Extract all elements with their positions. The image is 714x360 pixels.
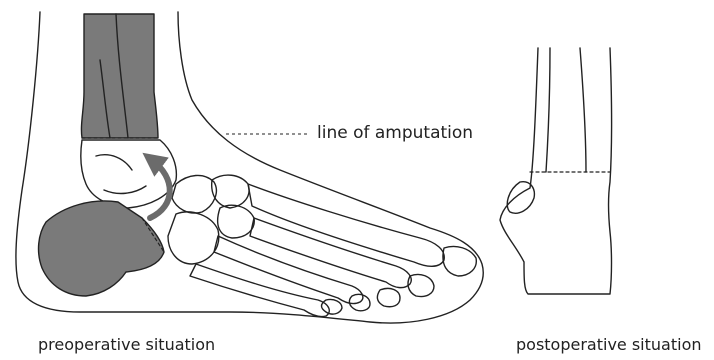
talus-detail: [96, 155, 146, 194]
navicular: [172, 175, 216, 213]
stump-tibia-right: [580, 48, 586, 172]
preoperative-caption: preoperative situation: [38, 336, 215, 354]
big-toe: [443, 246, 476, 276]
postoperative-caption: postoperative situation: [516, 336, 702, 354]
amputation-line-label: line of amputation: [317, 124, 473, 142]
cuneiform-1: [212, 175, 249, 208]
rotation-arrow: [150, 160, 170, 218]
toe-3: [377, 288, 400, 306]
cuneiform-2: [218, 205, 255, 238]
toe-2: [408, 274, 434, 296]
cuboid: [168, 212, 219, 264]
postoperative-stump: [500, 48, 612, 294]
preoperative-foot: [16, 12, 483, 323]
calcaneus-removed: [39, 201, 164, 296]
stump-skin-outline: [500, 48, 612, 294]
toe-5: [322, 299, 343, 314]
tibia-removed: [81, 14, 158, 138]
stump-tibia-left: [546, 48, 550, 172]
